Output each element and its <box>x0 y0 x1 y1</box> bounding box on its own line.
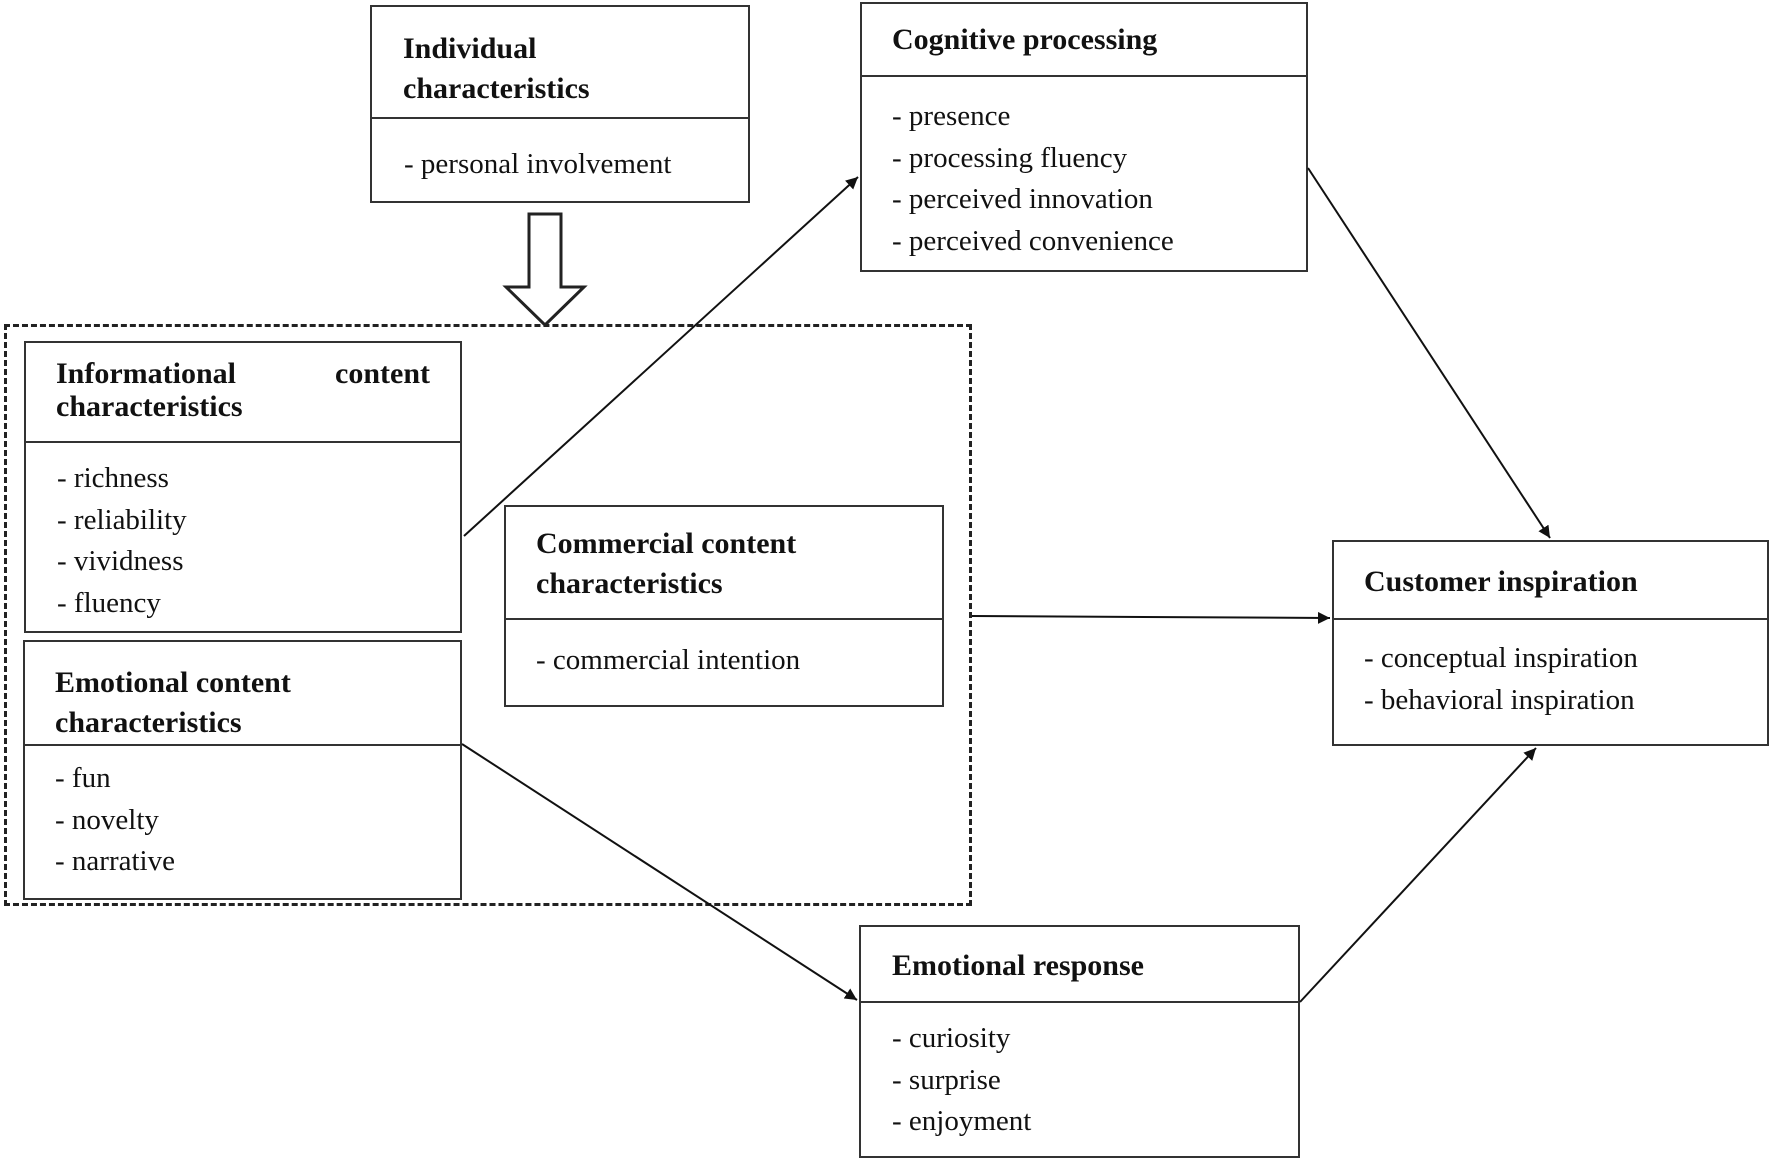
list-item: personal involvement <box>404 144 748 186</box>
emotional-content-box: Emotional content characteristics fun no… <box>23 640 462 900</box>
list-item: novelty <box>55 800 460 842</box>
emotional-response-title: Emotional response <box>861 927 1298 1003</box>
individual-characteristics-box: Individual characteristics personal invo… <box>370 5 750 203</box>
list-item: conceptual inspiration <box>1364 638 1767 680</box>
informational-content-box: Informational content characteristics ri… <box>24 341 462 633</box>
arrow-cognitive-to-inspiration <box>1307 167 1551 539</box>
list-item: processing fluency <box>892 138 1306 180</box>
list-item: reliability <box>57 500 460 542</box>
list-item: perceived convenience <box>892 221 1306 263</box>
customer-inspiration-box: Customer inspiration conceptual inspirat… <box>1332 540 1769 746</box>
customer-inspiration-title: Customer inspiration <box>1334 542 1767 620</box>
informational-title-word1: Informational <box>56 357 236 390</box>
cognitive-processing-box: Cognitive processing presence processing… <box>860 2 1308 272</box>
list-item: commercial intention <box>536 640 942 682</box>
arrow-content-to-inspiration <box>971 611 1331 624</box>
cognitive-processing-title: Cognitive processing <box>862 4 1306 77</box>
informational-title-word2: content <box>335 357 430 390</box>
informational-content-title: Informational content characteristics <box>26 343 460 443</box>
individual-characteristics-title: Individual characteristics <box>372 7 748 119</box>
list-item: fun <box>55 758 460 800</box>
list-item: curiosity <box>892 1018 1298 1060</box>
list-item: presence <box>892 96 1306 138</box>
list-item: behavioral inspiration <box>1364 680 1767 722</box>
list-item: perceived innovation <box>892 179 1306 221</box>
informational-title-line2: characteristics <box>56 390 243 423</box>
list-item: enjoyment <box>892 1101 1298 1143</box>
moderation-block-arrow <box>502 212 588 328</box>
list-item: fluency <box>57 583 460 625</box>
emotional-response-box: Emotional response curiosity surprise en… <box>859 925 1300 1158</box>
list-item: richness <box>57 458 460 500</box>
list-item: vividness <box>57 541 460 583</box>
arrow-response-to-inspiration <box>1299 747 1537 1003</box>
emotional-content-title: Emotional content characteristics <box>25 642 460 746</box>
commercial-content-title: Commercial content characteristics <box>506 507 942 620</box>
list-item: surprise <box>892 1060 1298 1102</box>
list-item: narrative <box>55 841 460 883</box>
commercial-content-box: Commercial content characteristics comme… <box>504 505 944 707</box>
